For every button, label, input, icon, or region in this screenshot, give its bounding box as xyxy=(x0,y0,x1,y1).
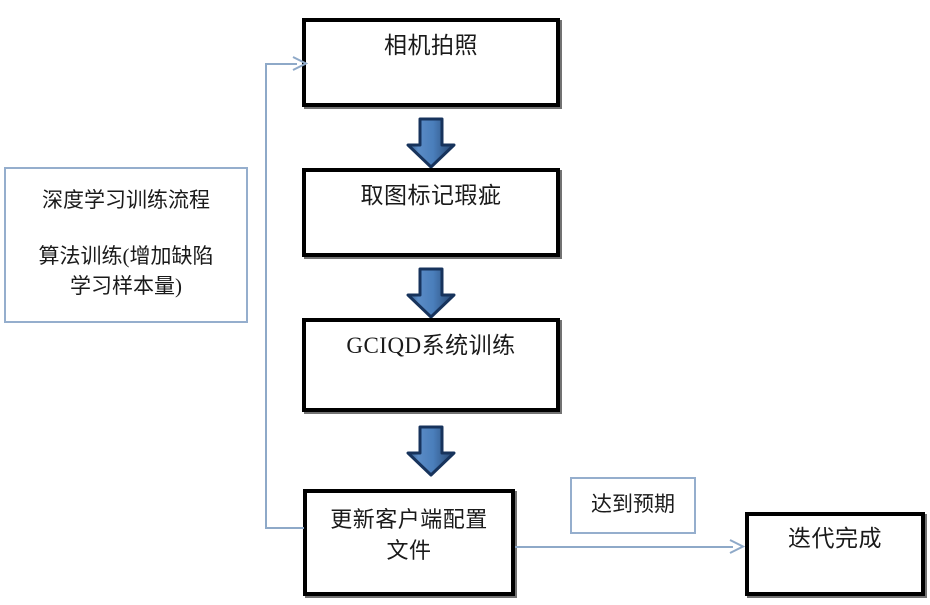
arrow-head-icon-to-complete xyxy=(729,539,746,555)
block-arrow-down-icon-1 xyxy=(405,117,457,169)
panel-detail-text: 算法训练(增加缺陷 学习样本量) xyxy=(38,244,214,298)
condition-box-expected-result: 达到预期 xyxy=(570,477,696,534)
arrow-head-icon-feedback xyxy=(292,56,309,72)
connector-feedback-bottom xyxy=(265,527,304,529)
step-label-mark-defects: 取图标记瑕疵 xyxy=(360,183,502,208)
step-box-mark-defects: 取图标记瑕疵 xyxy=(302,168,560,257)
connector-feedback-vertical xyxy=(265,63,267,529)
deep-learning-panel: 深度学习训练流程 算法训练(增加缺陷 学习样本量) xyxy=(4,167,248,323)
step-label-gciqd-training: GCIQD系统训练 xyxy=(346,333,516,358)
result-box-iteration-complete: 迭代完成 xyxy=(745,512,925,596)
connector-config-to-complete xyxy=(515,546,733,548)
block-arrow-down-icon-3 xyxy=(405,425,457,477)
panel-title-text: 深度学习训练流程 xyxy=(42,188,210,212)
step-box-camera-capture: 相机拍照 xyxy=(302,18,560,107)
step-label-camera-capture: 相机拍照 xyxy=(384,33,478,58)
result-label-iteration-complete: 迭代完成 xyxy=(788,526,882,551)
connector-feedback-top xyxy=(265,63,297,65)
step-box-update-client-config: 更新客户端配置 文件 xyxy=(303,489,515,596)
step-label-update-client-config: 更新客户端配置 文件 xyxy=(330,507,488,563)
condition-label-expected-result: 达到预期 xyxy=(591,492,675,516)
step-box-gciqd-training: GCIQD系统训练 xyxy=(302,318,560,412)
block-arrow-down-icon-2 xyxy=(405,267,457,319)
